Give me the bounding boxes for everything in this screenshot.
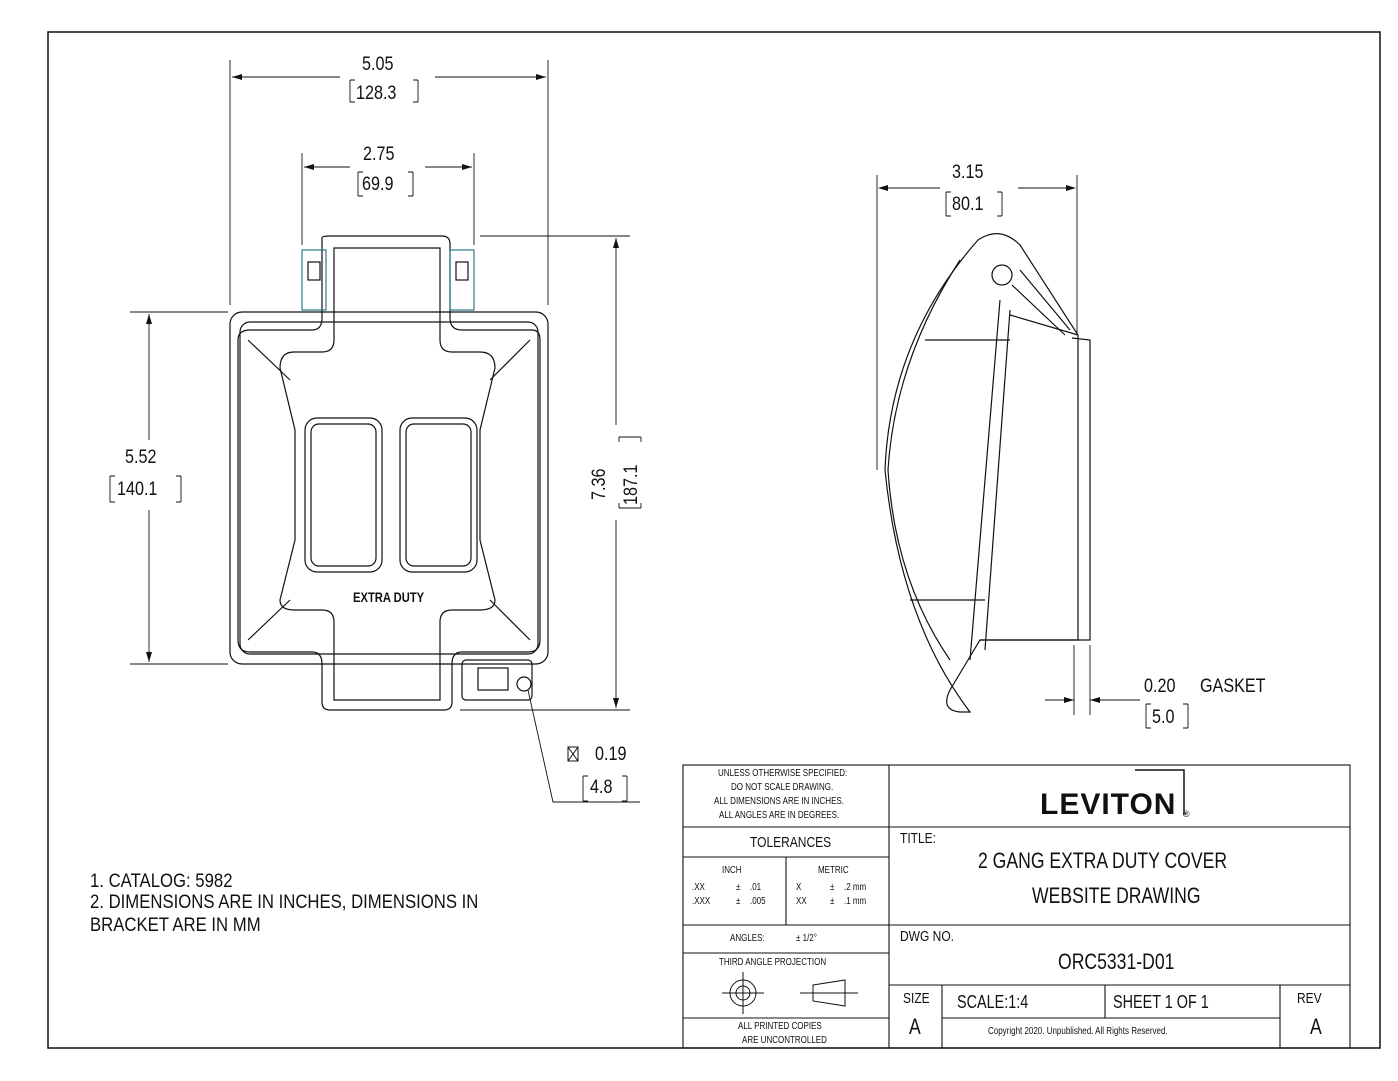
inch-tol-format: .XX [692,882,705,893]
title-block-grid [682,764,1351,1049]
rev-value: A [1310,1014,1322,1039]
side-dimension-lines [876,175,1189,729]
dwg-no-label: DWG NO. [900,928,954,945]
title-label: TITLE: [900,830,937,847]
inch-label: INCH [722,865,742,876]
dim-overall-height-in: 7.36 [589,468,610,500]
inch-tol-format: .XXX [692,896,711,907]
scale: SCALE:1:4 [957,992,1029,1012]
dim-center-width-in: 2.75 [363,144,395,165]
dim-lock-hole-in: 0.19 [595,744,627,765]
projection-label: THIRD ANGLE PROJECTION [719,957,827,968]
printed-copies-2: ARE UNCONTROLLED [742,1035,827,1046]
gasket-label: GASKET [1200,676,1266,697]
general-note-2: DO NOT SCALE DRAWING. [731,782,834,793]
size-label: SIZE [903,990,930,1007]
dim-plate-height-mm: 140.1 [117,479,158,500]
metric-tol-format: X [796,882,802,893]
note-2-cont: BRACKET ARE IN MM [90,915,261,936]
company-logo: LEVITON [1040,788,1177,821]
metric-label: METRIC [818,865,849,876]
size-value: A [909,1014,921,1039]
third-angle-projection-symbol [722,972,858,1014]
unknown-symbol-box [567,746,579,762]
inch-tol-pm: ± [736,882,741,893]
dim-overall-height-mm: 187.1 [621,464,642,505]
dim-gasket-mm: 5.0 [1152,707,1175,728]
metric-tol-value: .1 mm [844,896,867,907]
general-note-1: UNLESS OTHERWISE SPECIFIED: [718,768,848,779]
dim-lock-hole-mm: 4.8 [590,777,613,798]
angles-label: ANGLES: [730,933,765,944]
copyright: Copyright 2020. Unpublished. All Rights … [988,1026,1168,1037]
dim-plate-height-in: 5.52 [125,447,157,468]
leviton-logo-mark [1135,769,1185,815]
title-line-1: 2 GANG EXTRA DUTY COVER [978,848,1228,873]
dwg-no: ORC5331-D01 [1058,949,1175,974]
printed-copies-1: ALL PRINTED COPIES [738,1021,822,1032]
dim-overall-width-in: 5.05 [362,54,394,75]
note-2: 2. DIMENSIONS ARE IN INCHES, DIMENSIONS … [90,892,479,913]
dim-overall-width-mm: 128.3 [356,83,397,104]
side-view [884,233,1091,713]
tolerances-label: TOLERANCES [750,834,832,851]
inch-tol-pm: ± [736,896,741,907]
dim-gasket-in: 0.20 [1144,676,1176,697]
metric-tol-format: XX [796,896,807,907]
sheet: SHEET 1 OF 1 [1113,992,1209,1012]
general-note-4: ALL ANGLES ARE IN DEGREES. [719,810,840,821]
note-1: 1. CATALOG: 5982 [90,871,233,892]
general-note-3: ALL DIMENSIONS ARE IN INCHES. [714,796,844,807]
metric-tol-pm: ± [830,896,835,907]
registered-mark: ® [1183,809,1190,819]
inch-tol-value: .01 [750,882,762,893]
metric-tol-value: .2 mm [844,882,867,893]
inch-tol-value: .005 [750,896,766,907]
embossed-label: EXTRA DUTY [353,589,425,605]
dim-depth-mm: 80.1 [952,194,984,215]
rev-label: REV [1297,990,1322,1007]
front-view [229,235,549,711]
angles-value: ± 1/2° [796,933,817,944]
front-dimension-lines [109,60,642,803]
dim-center-width-mm: 69.9 [362,174,394,195]
metric-tol-pm: ± [830,882,835,893]
dim-depth-in: 3.15 [952,162,984,183]
title-line-2: WEBSITE DRAWING [1032,883,1201,908]
